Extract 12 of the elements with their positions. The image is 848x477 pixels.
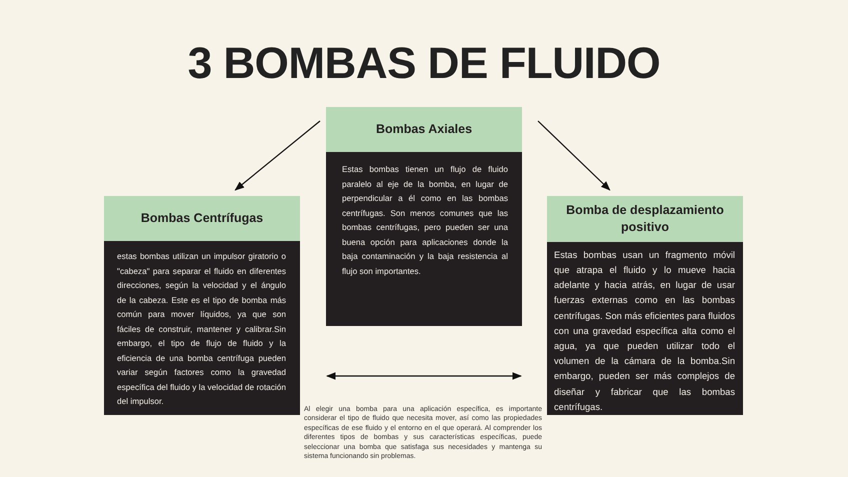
card-description: estas bombas utilizan un impulsor giratorio o "cabeza" para separar el fluido en diferentes direcciones, según la velocidad y el ángulo de la cabeza. Este es el tipo de bomba más común para mover líquidos, ya que son fáciles de construir, mantener y calibrar.Sin embargo, el tipo de flujo de fluido y la eficiencia de una bomba centrífuga pueden variar según factores como la gravedad específica del fluido y la velocidad de rotación del impulsor. (117, 250, 286, 408)
card-header: Bombas Axiales (326, 107, 522, 152)
pump-card (104, 196, 300, 415)
arrow (234, 120, 320, 191)
card-description: Estas bombas usan un fragmento móvil que atrapa el fluido y lo mueve hacia adelante y hacia atrás, en lugar de usar fuerzas externas como en las bombas centrífugas. Son más eficientes para fluidos con una gravedad específica alta como el agua, ya que pueden utilizar todo el volumen de la cámara de la bomba.Sin embargo, pueden ser más complejos de diseñar y fabricar que las bombas centrífugas. (554, 248, 735, 414)
card-header: Bombas Centrífugas (104, 196, 300, 241)
card-header: Bomba de desplazamiento positivo (547, 196, 743, 242)
pump-card (326, 107, 522, 326)
pump-card (547, 196, 743, 415)
title: 3 BOMBAS DE FLUIDO (188, 38, 660, 90)
arrow (538, 120, 610, 191)
card-description: Estas bombas tienen un flujo de fluido paralelo al eje de la bomba, en lugar de perpendicular a él como en las bombas centrífugas. Son menos comunes que las bombas centrífugas, pero pueden ser una buena opción para aplicaciones donde la baja contaminación y la baja resistencia al flujo son importantes. (342, 163, 508, 278)
